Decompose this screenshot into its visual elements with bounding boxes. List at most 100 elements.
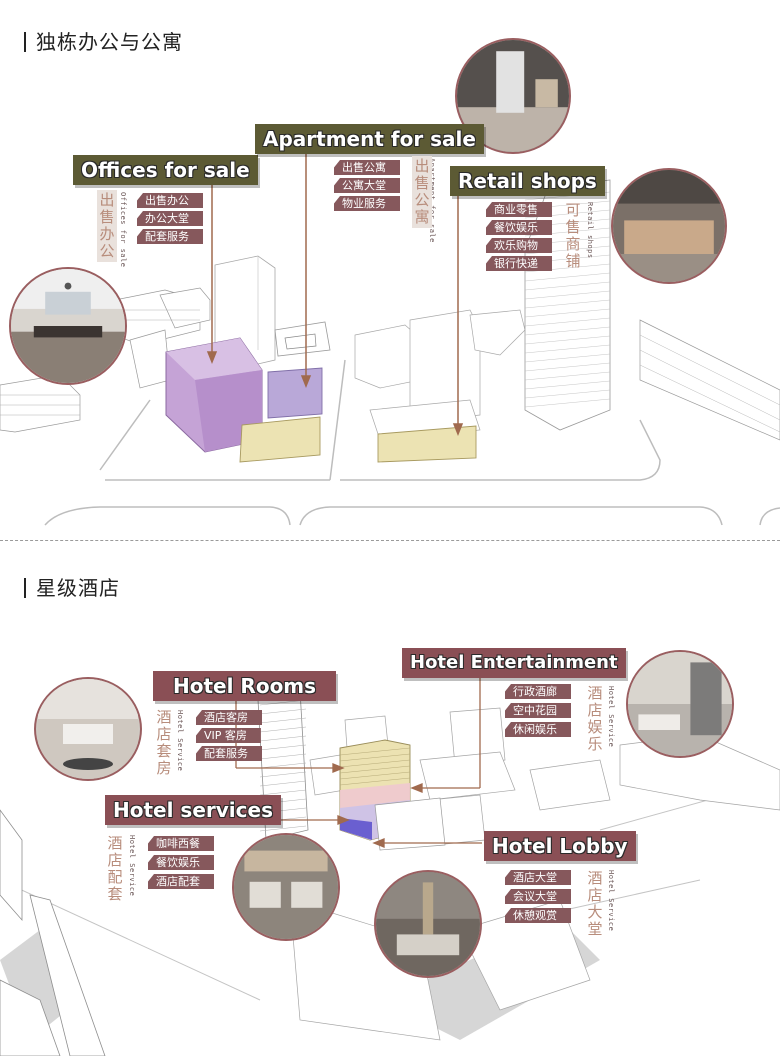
floor-line	[339, 759, 411, 768]
title-bar	[24, 578, 26, 598]
retail-tag-2: 餐饮娱乐	[486, 220, 552, 235]
hotel-entertainment-tag-3: 休闲娱乐	[505, 722, 571, 737]
apartment-tag-2: 公寓大堂	[334, 178, 400, 193]
section-title-hotel: 星级酒店	[24, 572, 120, 601]
floor-line	[339, 753, 411, 762]
office-interior-photo	[9, 267, 127, 385]
apartment-tag-1: 出售公寓	[334, 160, 400, 175]
hotel-entertainment-vertical-cn: 酒店娱乐	[587, 684, 603, 753]
floor-line	[259, 789, 307, 796]
road-lines	[44, 359, 780, 526]
floor-line	[259, 744, 307, 751]
hotel-services-photo	[232, 833, 340, 941]
hotel-lobby-tag-1: 酒店大堂	[505, 870, 571, 885]
floor-line	[259, 726, 307, 733]
hotel-entertainment-photo	[626, 650, 734, 758]
floor-line	[524, 272, 611, 282]
arrows-top	[206, 150, 464, 437]
hotel-podium	[374, 797, 446, 851]
middle-buildings	[354, 309, 526, 441]
hotel-entertainment-tag-2: 空中花园	[505, 703, 571, 718]
hotel-lobby-vertical-cn: 酒店大堂	[587, 869, 603, 938]
floor-line	[524, 290, 611, 300]
floor-line	[259, 762, 307, 769]
floor-line	[259, 717, 307, 724]
offices-tag-3: 配套服务	[137, 229, 203, 244]
apartment-tag-3: 物业服务	[334, 196, 400, 211]
retail-vertical-en: Retail shops	[586, 202, 594, 259]
right-building-floors	[639, 334, 780, 433]
floor-line	[524, 371, 611, 381]
floor-line	[524, 299, 611, 309]
floor-line	[524, 398, 611, 408]
hotel-room-photo	[34, 677, 142, 781]
apartment-vertical-en: Apartment for sale	[428, 158, 436, 243]
hotel-lobby-vertical-en: Hotel Service	[607, 870, 615, 932]
hotel-rooms-vertical-en: Hotel Service	[176, 710, 184, 772]
hotel-entertainment-banner: Hotel Entertainment	[402, 648, 626, 678]
floor-line	[259, 825, 307, 832]
section-divider	[0, 540, 780, 541]
apartment-top	[274, 321, 331, 357]
floor-line	[339, 765, 411, 774]
floor-line	[259, 771, 307, 778]
retail-tag-1: 商业零售	[486, 202, 552, 217]
hotel-rooms-tag-2: VIP 客房	[196, 728, 261, 743]
floor-line	[524, 281, 611, 291]
title-bar	[24, 32, 26, 52]
floor-line	[524, 389, 611, 399]
floor-line	[524, 317, 611, 327]
hotel-services-tag-2: 餐饮娱乐	[148, 855, 214, 870]
hotel-rooms-tag-3: 配套服务	[196, 746, 262, 761]
floor-line	[259, 735, 307, 742]
hotel-lobby-tag-2: 会议大堂	[505, 889, 571, 904]
floor-line	[524, 353, 611, 363]
hotel-rooms-vertical-cn: 酒店套房	[156, 708, 172, 777]
floor-line	[524, 308, 611, 318]
floor-line	[524, 335, 611, 345]
hotel-rooms-tag-1: 酒店客房	[196, 710, 262, 725]
floor-line	[259, 780, 307, 787]
retail-tag-4: 银行快递	[486, 256, 552, 271]
left-building-floors	[0, 309, 200, 416]
section-title-offices-apartments: 独栋办公与公寓	[24, 26, 183, 55]
floor-line	[524, 326, 611, 336]
floor-line	[259, 708, 307, 715]
section-title-text: 星级酒店	[36, 576, 120, 600]
hotel-services-vertical-cn: 酒店配套	[107, 834, 123, 903]
floor-line	[524, 362, 611, 372]
offices-tag-1: 出售办公	[137, 193, 203, 208]
floor-line	[524, 380, 611, 390]
apartment-podium	[239, 416, 321, 463]
floor-line	[259, 753, 307, 760]
floor-line	[339, 747, 411, 756]
hotel-services-tag-3: 酒店配套	[148, 874, 214, 889]
hotel-lobby-banner: Hotel Lobby	[484, 831, 636, 861]
floor-line	[339, 777, 411, 786]
hotel-entertainment-tag-1: 行政酒廊	[505, 684, 571, 699]
apartment-vertical-cn: 出售公寓	[412, 156, 432, 228]
hotel-entertainment-vertical-en: Hotel Service	[607, 686, 615, 748]
floor-line	[339, 771, 411, 780]
hotel-rooms-banner: Hotel Rooms	[153, 671, 337, 701]
massing-diagram-bottom	[0, 676, 780, 1056]
hotel-lobby-photo	[374, 870, 482, 978]
retail-vertical-cn: 可售商铺	[565, 201, 581, 270]
hotel-services-tag-1: 咖啡西餐	[148, 836, 214, 851]
retail-interior-photo	[611, 168, 727, 284]
hotel-lobby-tag-3: 休憩观赏	[505, 908, 571, 923]
left-edge-buildings	[0, 809, 106, 1056]
retail-tag-3: 欢乐购物	[486, 238, 552, 253]
right-building	[639, 319, 780, 441]
hotel-services-vertical-en: Hotel Service	[128, 835, 136, 897]
arrows-bottom	[235, 676, 482, 848]
floor-line	[524, 344, 611, 354]
apartment-volume	[267, 367, 323, 419]
section-title-text: 独栋办公与公寓	[36, 30, 183, 54]
offices-vertical-en: Offices for sale	[119, 192, 127, 268]
retail-banner: Retail shops	[450, 166, 605, 196]
offices-banner: Offices for sale	[73, 155, 258, 185]
hotel-services-banner: Hotel services	[105, 795, 281, 825]
retail-podium	[377, 425, 477, 463]
offices-tag-2: 办公大堂	[137, 211, 203, 226]
